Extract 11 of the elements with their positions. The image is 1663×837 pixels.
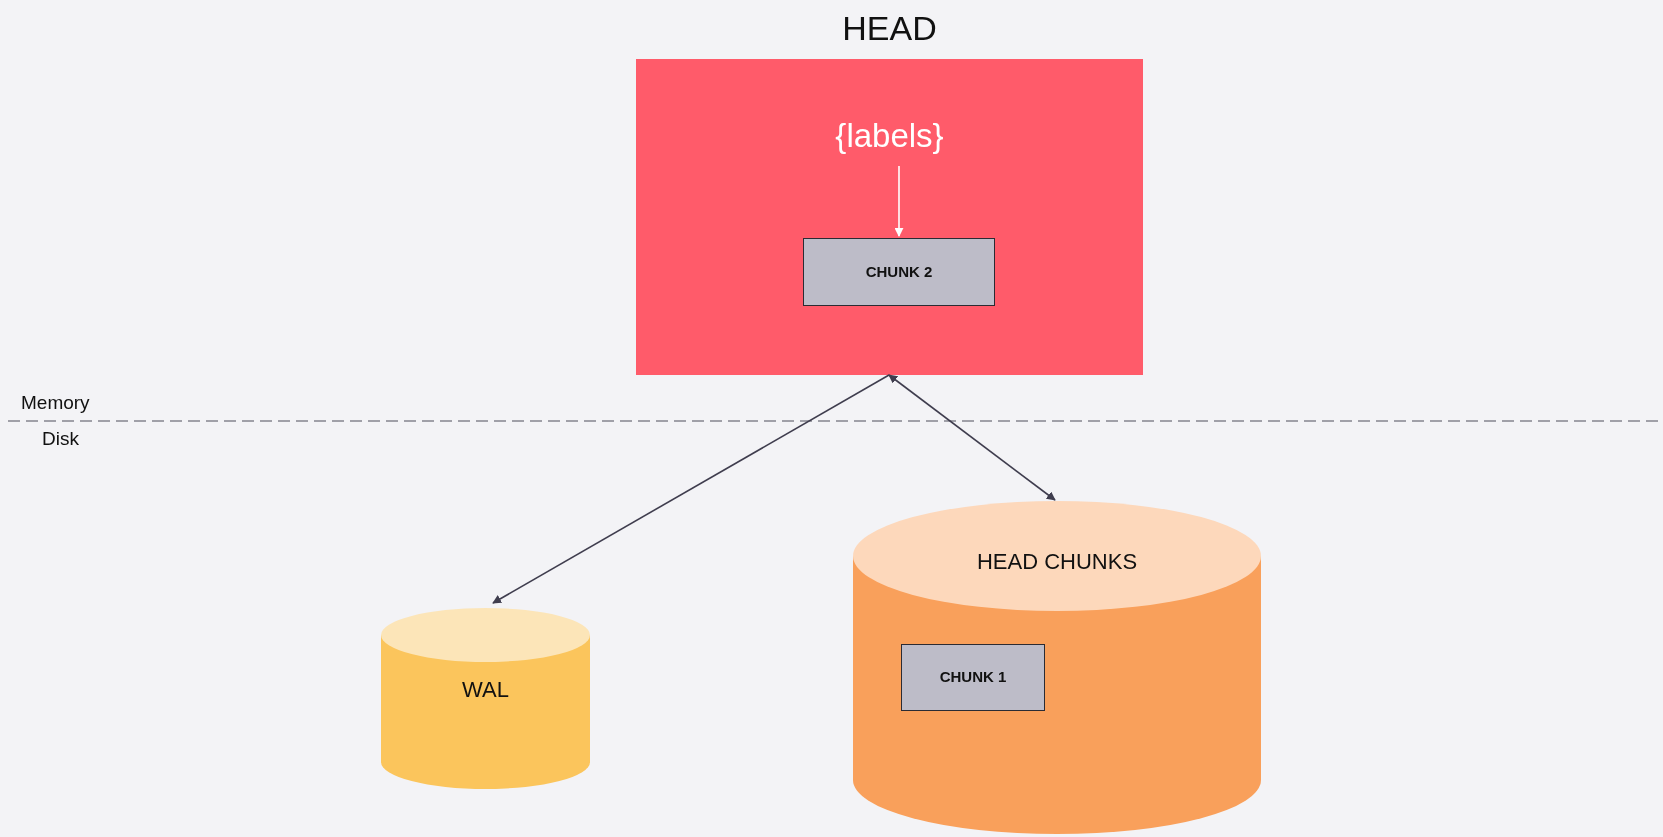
- chunk-box: CHUNK 2: [803, 238, 995, 306]
- region-label: Disk: [42, 427, 79, 451]
- arrow: [894, 165, 904, 237]
- arrow: [888, 374, 1056, 501]
- node-label: {labels}: [835, 116, 944, 156]
- cylinder-label: WAL: [462, 676, 509, 704]
- title: HEAD: [842, 8, 937, 48]
- cylinder-label: HEAD CHUNKS: [976, 548, 1138, 576]
- arrow: [492, 374, 890, 604]
- chunk-box: CHUNK 1: [901, 644, 1045, 711]
- region-label: Memory: [21, 391, 90, 415]
